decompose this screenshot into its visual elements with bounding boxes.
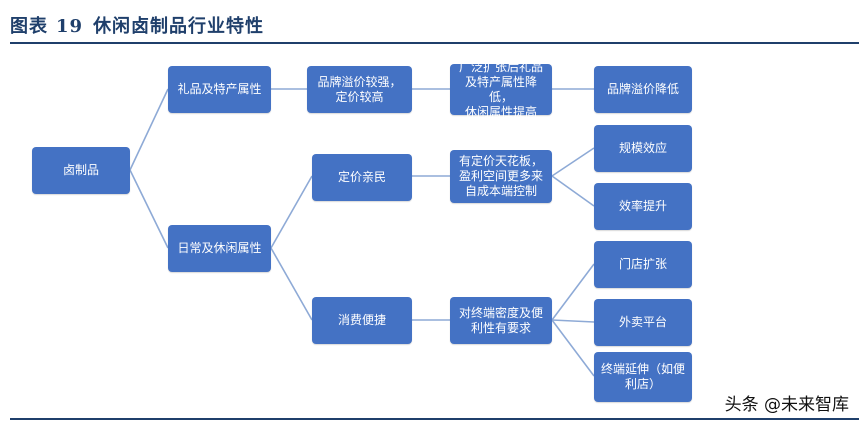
node-premium: 品牌溢价较强， 定价较高 — [307, 66, 412, 113]
node-stores: 门店扩张 — [594, 241, 692, 288]
node-gift: 礼品及特产属性 — [168, 66, 271, 113]
node-delivery-label: 外卖平台 — [618, 315, 667, 329]
node-delivery: 外卖平台 — [594, 299, 692, 346]
node-pricing: 定价亲民 — [312, 154, 412, 201]
node-extend-label: 终端延伸（如便 利店） — [600, 362, 685, 391]
node-ceiling: 有定价天花板， 盈利空间更多来 自成本端控制 — [450, 150, 552, 203]
node-density-label: 对终端密度及便 利性有要求 — [458, 305, 543, 335]
node-premium-label: 品牌溢价较强， 定价较高 — [317, 74, 402, 104]
figure-number: 19 — [56, 16, 84, 37]
figure-caption: 休闲卤制品行业特性 — [93, 16, 265, 37]
node-premium-down: 品牌溢价降低 — [594, 66, 692, 113]
node-broaden: 广泛扩张后礼品 及特产属性降低， 休闲属性提高 — [450, 60, 552, 119]
node-convenient-label: 消费便捷 — [337, 313, 386, 327]
figure-label: 图表 — [10, 16, 48, 37]
node-premium-down-label: 品牌溢价降低 — [606, 82, 679, 96]
node-ceiling-label: 有定价天花板， 盈利空间更多来 自成本端控制 — [458, 154, 543, 198]
node-root: 卤制品 — [32, 147, 130, 194]
title-rule — [10, 42, 859, 44]
node-convenient: 消费便捷 — [312, 297, 412, 344]
node-stores-label: 门店扩张 — [618, 257, 667, 271]
node-density: 对终端密度及便 利性有要求 — [450, 297, 552, 344]
node-scale-label: 规模效应 — [618, 141, 667, 155]
node-scale: 规模效应 — [594, 125, 692, 172]
node-extend: 终端延伸（如便 利店） — [594, 352, 692, 402]
node-gift-label: 礼品及特产属性 — [177, 82, 262, 96]
node-efficiency-label: 效率提升 — [618, 199, 667, 213]
node-daily-label: 日常及休闲属性 — [177, 241, 262, 255]
node-broaden-label: 广泛扩张后礼品 及特产属性降低， 休闲属性提高 — [458, 59, 543, 119]
node-pricing-label: 定价亲民 — [337, 170, 386, 184]
watermark: 头条 @未来智库 — [720, 390, 853, 415]
figure-title: 图表 19 休闲卤制品行业特性 — [10, 12, 264, 38]
bottom-rule — [10, 418, 859, 420]
node-efficiency: 效率提升 — [594, 183, 692, 230]
node-root-label: 卤制品 — [62, 163, 99, 177]
node-daily: 日常及休闲属性 — [168, 225, 271, 272]
